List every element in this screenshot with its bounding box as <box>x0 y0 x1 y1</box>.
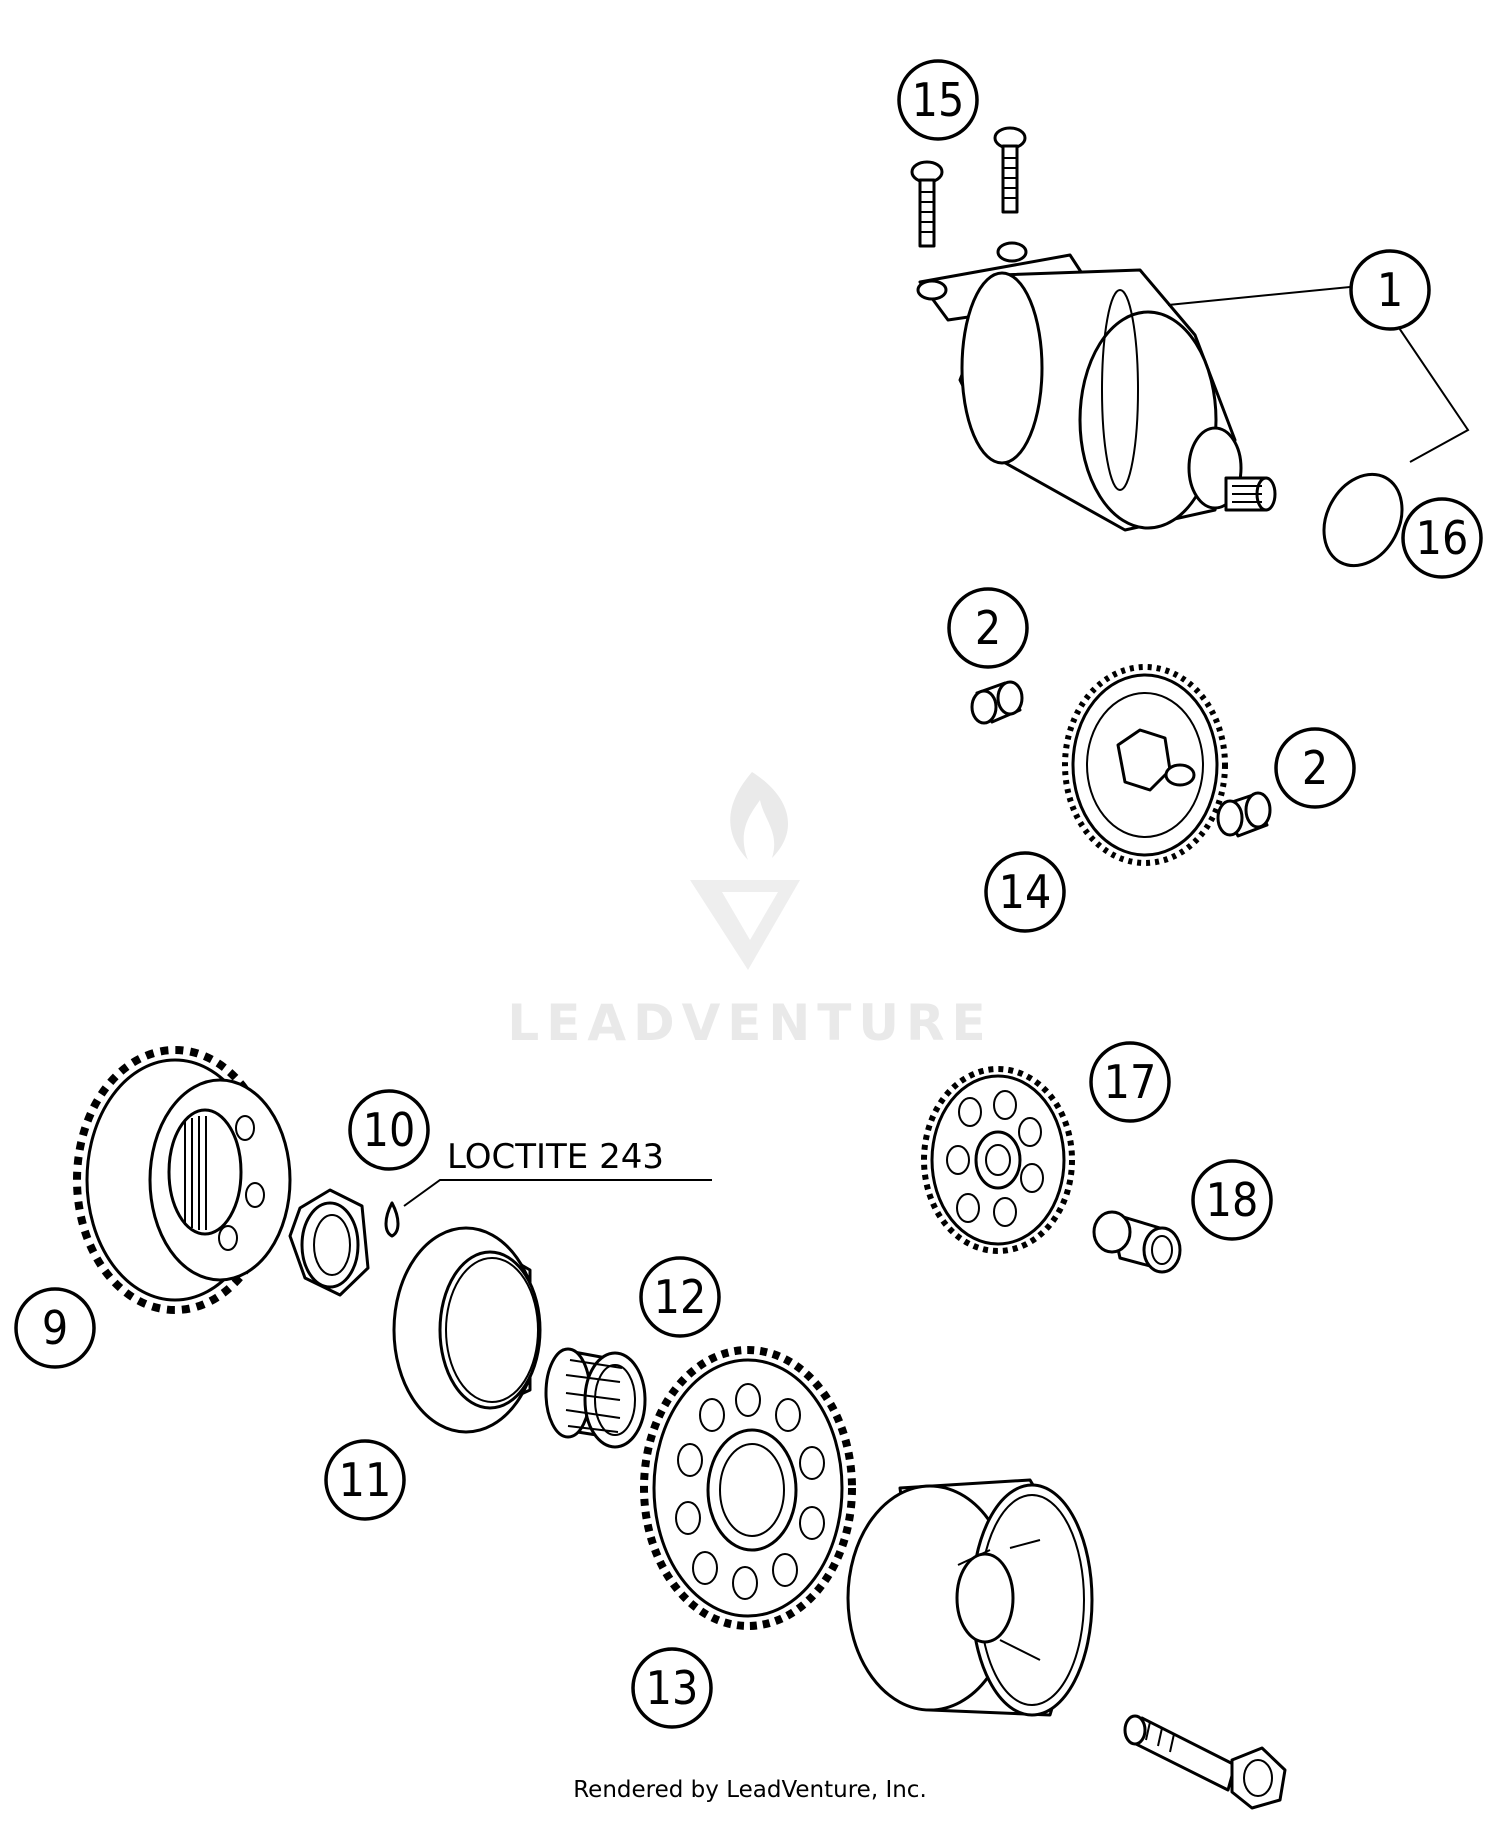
needle-bushings <box>970 680 1272 838</box>
primary-gear <box>73 1046 292 1314</box>
callout-11-label: 11 <box>339 1453 392 1507</box>
loctite-marker: LOCTITE 243 <box>384 1137 712 1238</box>
callout-2-upper[interactable]: 2 <box>947 587 1029 669</box>
callout-2-upper-label: 2 <box>975 601 1001 655</box>
callout-15[interactable]: 15 <box>897 59 979 141</box>
callout-17-label: 17 <box>1104 1055 1157 1109</box>
callout-14[interactable]: 14 <box>984 851 1066 933</box>
loctite-note: LOCTITE 243 <box>447 1137 664 1177</box>
starter-gear <box>640 1346 856 1630</box>
idler-gear <box>921 1066 1075 1254</box>
callout-1[interactable]: 1 <box>1349 249 1431 331</box>
callout-13[interactable]: 13 <box>631 1647 713 1729</box>
footer-credit: Rendered by LeadVenture, Inc. <box>573 1777 927 1803</box>
callout-18[interactable]: 18 <box>1191 1159 1273 1241</box>
callout-16-label: 16 <box>1416 511 1469 565</box>
callout-1-label: 1 <box>1377 263 1403 317</box>
leadventure-watermark: LEADVENTURE <box>507 772 992 1052</box>
hex-nut <box>288 1188 370 1297</box>
callout-18-label: 18 <box>1206 1173 1259 1227</box>
callout-15-label: 15 <box>912 73 965 127</box>
needle-bearing <box>544 1347 647 1449</box>
callout-10[interactable]: 10 <box>348 1089 430 1171</box>
callout-9-label: 9 <box>42 1301 68 1355</box>
flywheel-rotor <box>846 1478 1094 1717</box>
callout-17[interactable]: 17 <box>1089 1041 1171 1123</box>
callout-16[interactable]: 16 <box>1401 497 1483 579</box>
starter-screws <box>910 126 1027 248</box>
callout-12-label: 12 <box>654 1270 707 1324</box>
callout-10-label: 10 <box>363 1103 416 1157</box>
callout-2-lower-label: 2 <box>1302 741 1328 795</box>
callout-2-lower[interactable]: 2 <box>1274 727 1356 809</box>
freewheel-ring <box>392 1226 542 1434</box>
starter-motor <box>916 241 1470 532</box>
callout-14-label: 14 <box>999 865 1052 919</box>
callout-11[interactable]: 11 <box>324 1439 406 1521</box>
callout-13-label: 13 <box>646 1661 699 1715</box>
sleeve <box>1092 1210 1182 1274</box>
rotor-bolt <box>1123 1714 1287 1810</box>
intermediate-gear <box>1062 664 1228 866</box>
callout-12[interactable]: 12 <box>639 1256 721 1338</box>
watermark-text: LEADVENTURE <box>507 994 992 1052</box>
o-ring <box>1322 472 1404 568</box>
callout-9[interactable]: 9 <box>14 1287 96 1369</box>
